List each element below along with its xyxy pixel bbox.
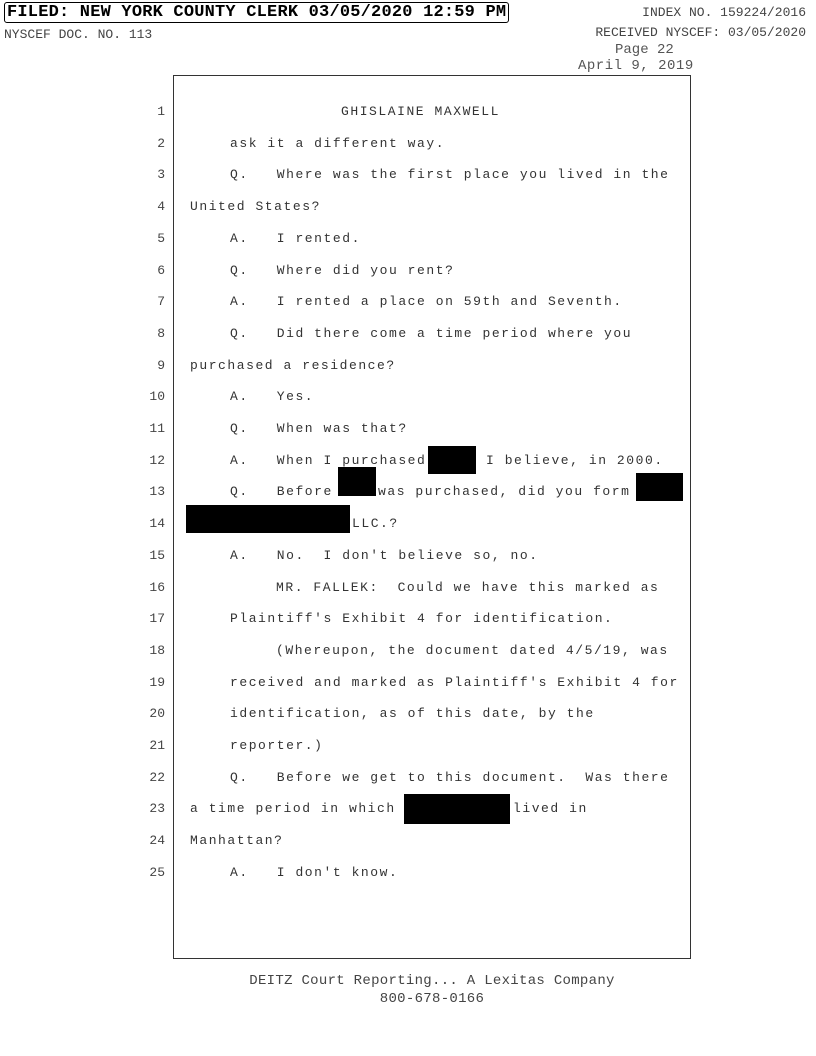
transcript-line: 22 Q. Before we get to this document. Was… xyxy=(0,763,816,793)
line-number: 8 xyxy=(157,325,165,341)
transcript-line: 25 A. I don't know. xyxy=(0,858,816,888)
transcript-line: 21 reporter.) xyxy=(0,731,816,761)
doc-number: NYSCEF DOC. NO. 113 xyxy=(4,27,153,42)
transcript-line: 16 MR. FALLEK: Could we have this marked … xyxy=(0,573,816,603)
transcript-line: 6 Q. Where did you rent? xyxy=(0,256,816,286)
transcript-line: 15 A. No. I don't believe so, no. xyxy=(0,541,816,571)
line-number: 7 xyxy=(157,294,165,310)
footer-phone: 800-678-0166 xyxy=(379,991,485,1007)
line-number: 24 xyxy=(149,833,165,849)
line-number: 2 xyxy=(157,135,165,151)
transcript-line: 17 Plaintiff's Exhibit 4 for identificati… xyxy=(0,604,816,634)
line-text: a time period in which xyxy=(190,801,396,817)
filed-stamp: FILED: NEW YORK COUNTY CLERK 03/05/2020 … xyxy=(4,2,510,23)
line-text: United States? xyxy=(190,199,321,215)
line-text: (Whereupon, the document dated 4/5/19, w… xyxy=(276,642,669,658)
line-text: Manhattan? xyxy=(190,833,284,849)
line-number: 12 xyxy=(149,452,165,468)
line-text: Q. Before xyxy=(230,484,333,500)
transcript-frame xyxy=(173,75,691,959)
line-number: 18 xyxy=(149,642,165,658)
line-text-continued: lived in xyxy=(513,801,588,817)
line-number: 11 xyxy=(149,421,165,436)
line-text-continued: I believe, in 2000. xyxy=(486,452,664,468)
line-text: identification, as of this date, by the xyxy=(230,706,595,722)
line-text-continued: was purchased, did you form xyxy=(378,484,631,500)
line-text: LLC.? xyxy=(352,516,399,532)
transcript-line: 18 (Whereupon, the document dated 4/5/19,… xyxy=(0,636,816,666)
line-number: 19 xyxy=(149,674,165,690)
line-text: reporter.) xyxy=(230,738,324,753)
footer-company: DEITZ Court Reporting... A Lexitas Compa… xyxy=(249,973,615,989)
line-text: A. I don't know. xyxy=(230,864,399,880)
redaction-box xyxy=(338,467,376,497)
transcript-line: 1 GHISLAINE MAXWELL xyxy=(0,97,816,127)
line-text: purchased a residence? xyxy=(190,357,396,373)
index-number: INDEX NO. 159224/2016 xyxy=(642,5,806,20)
line-text: ask it a different way. xyxy=(230,135,446,151)
line-number: 14 xyxy=(149,516,165,532)
transcript-line: 7 A. I rented a place on 59th and Seventh… xyxy=(0,287,816,317)
line-text: A. When I purchased xyxy=(230,452,427,468)
transcript-line: 19 received and marked as Plaintiff's Exh… xyxy=(0,668,816,698)
line-number: 4 xyxy=(157,199,165,215)
line-number: 17 xyxy=(149,611,165,627)
line-number: 3 xyxy=(157,167,165,183)
line-text: Q. Before we get to this document. Was t… xyxy=(230,769,670,785)
line-text: received and marked as Plaintiff's Exhib… xyxy=(230,674,679,690)
line-text: A. I rented. xyxy=(230,230,361,246)
redaction-box xyxy=(404,794,510,825)
transcript-line: 9 purchased a residence? xyxy=(0,351,816,381)
line-number: 16 xyxy=(149,579,165,595)
transcript-line: 23 a time period in which lived in xyxy=(0,794,816,824)
transcript-line: 12 A. When I purchased I believe, in 2000. xyxy=(0,446,816,476)
line-text: GHISLAINE MAXWELL xyxy=(341,104,500,119)
line-number: 25 xyxy=(149,864,165,880)
redaction-box xyxy=(636,473,683,502)
line-number: 21 xyxy=(149,738,165,753)
line-number: 20 xyxy=(149,706,165,722)
redaction-box xyxy=(186,505,350,534)
transcript-line: 11 Q. When was that? xyxy=(0,414,816,444)
line-text: A. I rented a place on 59th and Seventh. xyxy=(230,294,623,310)
redaction-box xyxy=(428,445,476,474)
received-date: RECEIVED NYSCEF: 03/05/2020 xyxy=(595,25,806,40)
transcript-line: 3 Q. Where was the first place you lived … xyxy=(0,160,816,190)
deposition-date: April 9, 2019 xyxy=(578,58,694,74)
line-text: Q. Where was the first place you lived i… xyxy=(230,167,670,183)
transcript-line: 20 identification, as of this date, by th… xyxy=(0,699,816,729)
line-text: Q. When was that? xyxy=(230,421,408,436)
transcript-line: 5 A. I rented. xyxy=(0,224,816,254)
line-number: 9 xyxy=(157,357,165,373)
line-number: 10 xyxy=(149,389,165,405)
line-text: Plaintiff's Exhibit 4 for identification… xyxy=(230,611,614,627)
transcript-line: 24 Manhattan? xyxy=(0,826,816,856)
transcript-line: 4 United States? xyxy=(0,192,816,222)
line-number: 5 xyxy=(157,230,165,246)
transcript-line: 13 Q. Before was purchased, did you form xyxy=(0,477,816,507)
line-text: Q. Where did you rent? xyxy=(230,262,455,278)
transcript-line: 2 ask it a different way. xyxy=(0,129,816,159)
line-number: 13 xyxy=(149,484,165,500)
line-text: A. Yes. xyxy=(230,389,315,405)
transcript-line: 8 Q. Did there come a time period where y… xyxy=(0,319,816,349)
page-number: Page 22 xyxy=(615,42,674,58)
line-text: Q. Did there come a time period where yo… xyxy=(230,325,633,341)
line-number: 1 xyxy=(157,104,165,119)
line-number: 22 xyxy=(149,769,165,785)
line-text: A. No. I don't believe so, no. xyxy=(230,547,539,563)
line-number: 23 xyxy=(149,801,165,817)
line-text: MR. FALLEK: Could we have this marked as xyxy=(276,579,660,595)
line-number: 15 xyxy=(149,547,165,563)
transcript-line: 14 LLC.? xyxy=(0,509,816,539)
line-number: 6 xyxy=(157,262,165,278)
transcript-line: 10 A. Yes. xyxy=(0,382,816,412)
